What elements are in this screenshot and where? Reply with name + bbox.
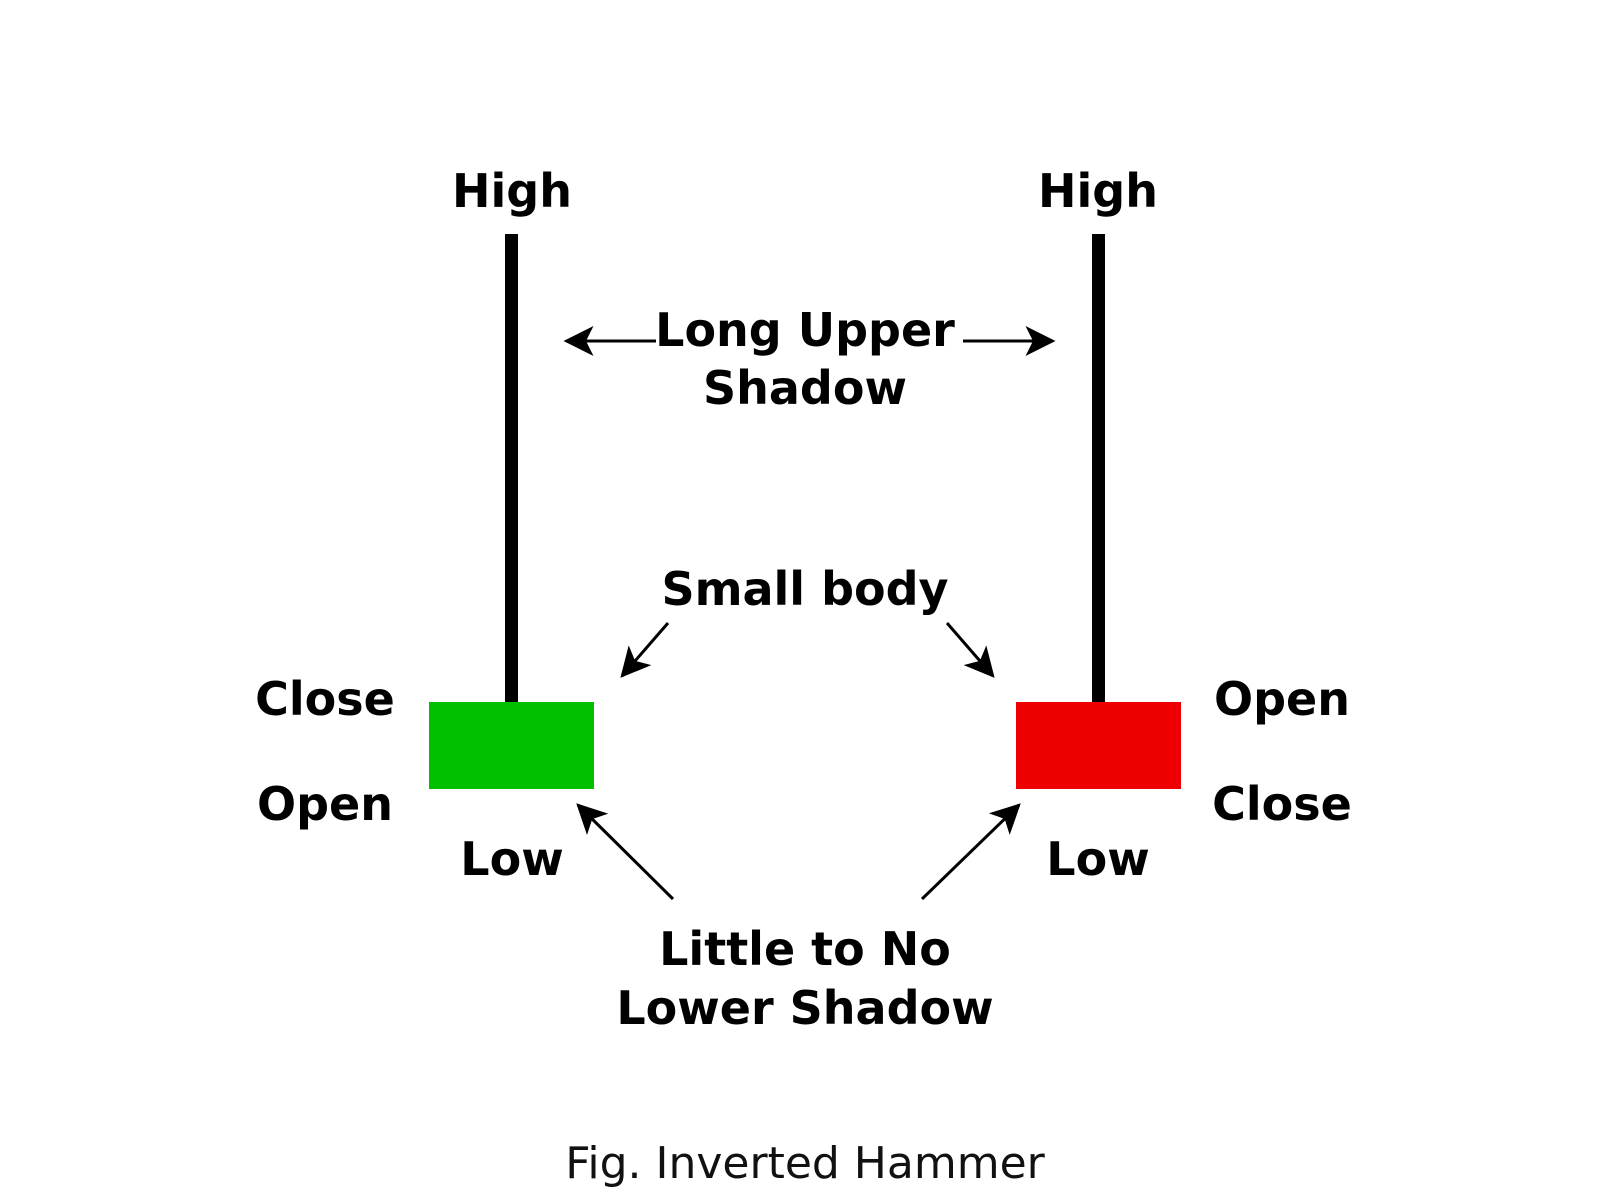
upper-shadow-annotation: Long Upper Shadow xyxy=(563,303,1056,415)
lower-shadow-annotation: Little to No Lower Shadow xyxy=(576,803,1021,1035)
bullish-open-label: Open xyxy=(257,777,393,831)
lower-shadow-label-line1: Little to No xyxy=(659,922,951,976)
bearish-close-label: Close xyxy=(1212,777,1352,831)
upper-shadow-label-line2: Shadow xyxy=(703,361,907,415)
bullish-high-label: High xyxy=(452,164,572,218)
bearish-open-label: Open xyxy=(1214,672,1350,726)
bearish-upper-wick xyxy=(1092,234,1105,704)
lower-shadow-label-line2: Lower Shadow xyxy=(616,981,993,1035)
bullish-low-label: Low xyxy=(460,832,563,886)
small-body-annotation: Small body xyxy=(620,562,995,678)
upper-shadow-label-line1: Long Upper xyxy=(655,303,955,357)
bullish-close-label: Close xyxy=(255,672,395,726)
bullish-candle: High Close Open Low xyxy=(255,164,594,886)
small-body-label: Small body xyxy=(661,562,948,616)
bearish-low-label: Low xyxy=(1046,832,1149,886)
bearish-high-label: High xyxy=(1038,164,1158,218)
small-body-left-arrow-icon xyxy=(620,622,670,678)
bearish-candle: High Open Close Low xyxy=(1016,164,1352,886)
bearish-body xyxy=(1016,702,1181,789)
small-body-right-arrow-icon xyxy=(945,622,995,678)
bullish-upper-wick xyxy=(505,234,518,704)
figure-caption: Fig. Inverted Hammer xyxy=(565,1138,1045,1189)
lower-shadow-right-arrow-icon xyxy=(920,803,1021,901)
lower-shadow-left-arrow-icon xyxy=(576,803,675,901)
bullish-body xyxy=(429,702,594,789)
